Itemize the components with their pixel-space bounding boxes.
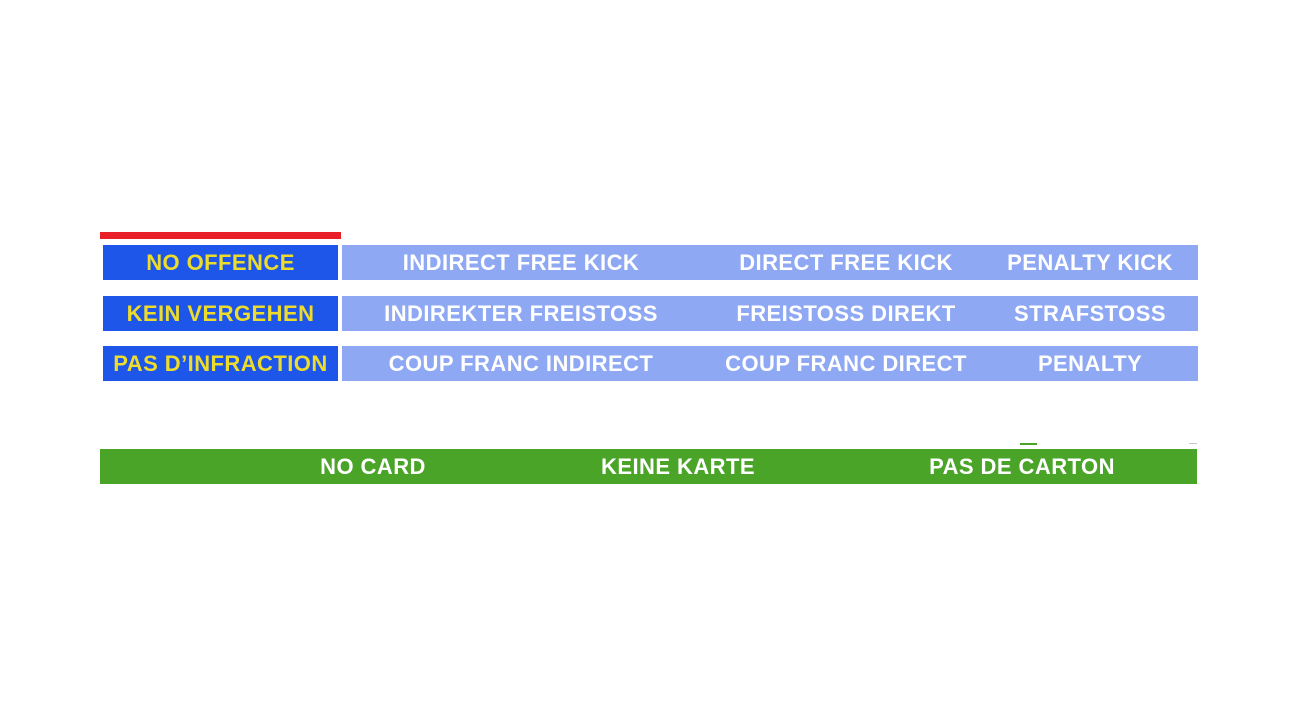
language-row-german: KEIN VERGEHEN INDIREKTER FREISTOSS FREIS… bbox=[0, 296, 1290, 331]
no-card-bar: NO CARD KEINE KARTE PAS DE CARTON bbox=[100, 449, 1197, 484]
gray-dash-artifact bbox=[1189, 443, 1197, 444]
keine-karte-label: KEINE KARTE bbox=[601, 453, 755, 479]
indirekter-freistoss-label: INDIREKTER FREISTOSS bbox=[384, 300, 658, 326]
red-accent-bar bbox=[100, 232, 341, 239]
indirect-free-kick-label: INDIRECT FREE KICK bbox=[402, 249, 640, 275]
pas-de-carton-label: PAS DE CARTON bbox=[929, 453, 1115, 479]
no-offence-cell-french: PAS D’INFRACTION bbox=[103, 346, 338, 381]
penalty-label: PENALTY bbox=[1037, 350, 1143, 376]
coup-franc-direct-label: COUP FRANC DIRECT bbox=[725, 350, 967, 376]
penalty-kick-label: PENALTY KICK bbox=[1007, 249, 1173, 275]
no-offence-cell-english: NO OFFENCE bbox=[103, 245, 338, 280]
sanction-bar-english: INDIRECT FREE KICK DIRECT FREE KICK PENA… bbox=[342, 245, 1198, 280]
coup-franc-indirect-label: COUP FRANC INDIRECT bbox=[388, 350, 654, 376]
pas-d-infraction-label: PAS D’INFRACTION bbox=[113, 350, 328, 376]
strafstoss-label: STRAFSTOSS bbox=[1014, 300, 1166, 326]
green-tick-artifact bbox=[1020, 443, 1037, 445]
no-card-label: NO CARD bbox=[320, 453, 426, 479]
sanction-bar-german: INDIREKTER FREISTOSS FREISTOSS DIREKT ST… bbox=[342, 296, 1198, 331]
kein-vergehen-label: KEIN VERGEHEN bbox=[126, 300, 315, 326]
direct-free-kick-label: DIRECT FREE KICK bbox=[739, 249, 953, 275]
language-row-french: PAS D’INFRACTION COUP FRANC INDIRECT COU… bbox=[0, 346, 1290, 381]
no-offence-cell-german: KEIN VERGEHEN bbox=[103, 296, 338, 331]
language-row-english: NO OFFENCE INDIRECT FREE KICK DIRECT FRE… bbox=[0, 245, 1290, 280]
freistoss-direkt-label: FREISTOSS DIREKT bbox=[736, 300, 956, 326]
sanction-bar-french: COUP FRANC INDIRECT COUP FRANC DIRECT PE… bbox=[342, 346, 1198, 381]
no-offence-label: NO OFFENCE bbox=[146, 249, 295, 275]
